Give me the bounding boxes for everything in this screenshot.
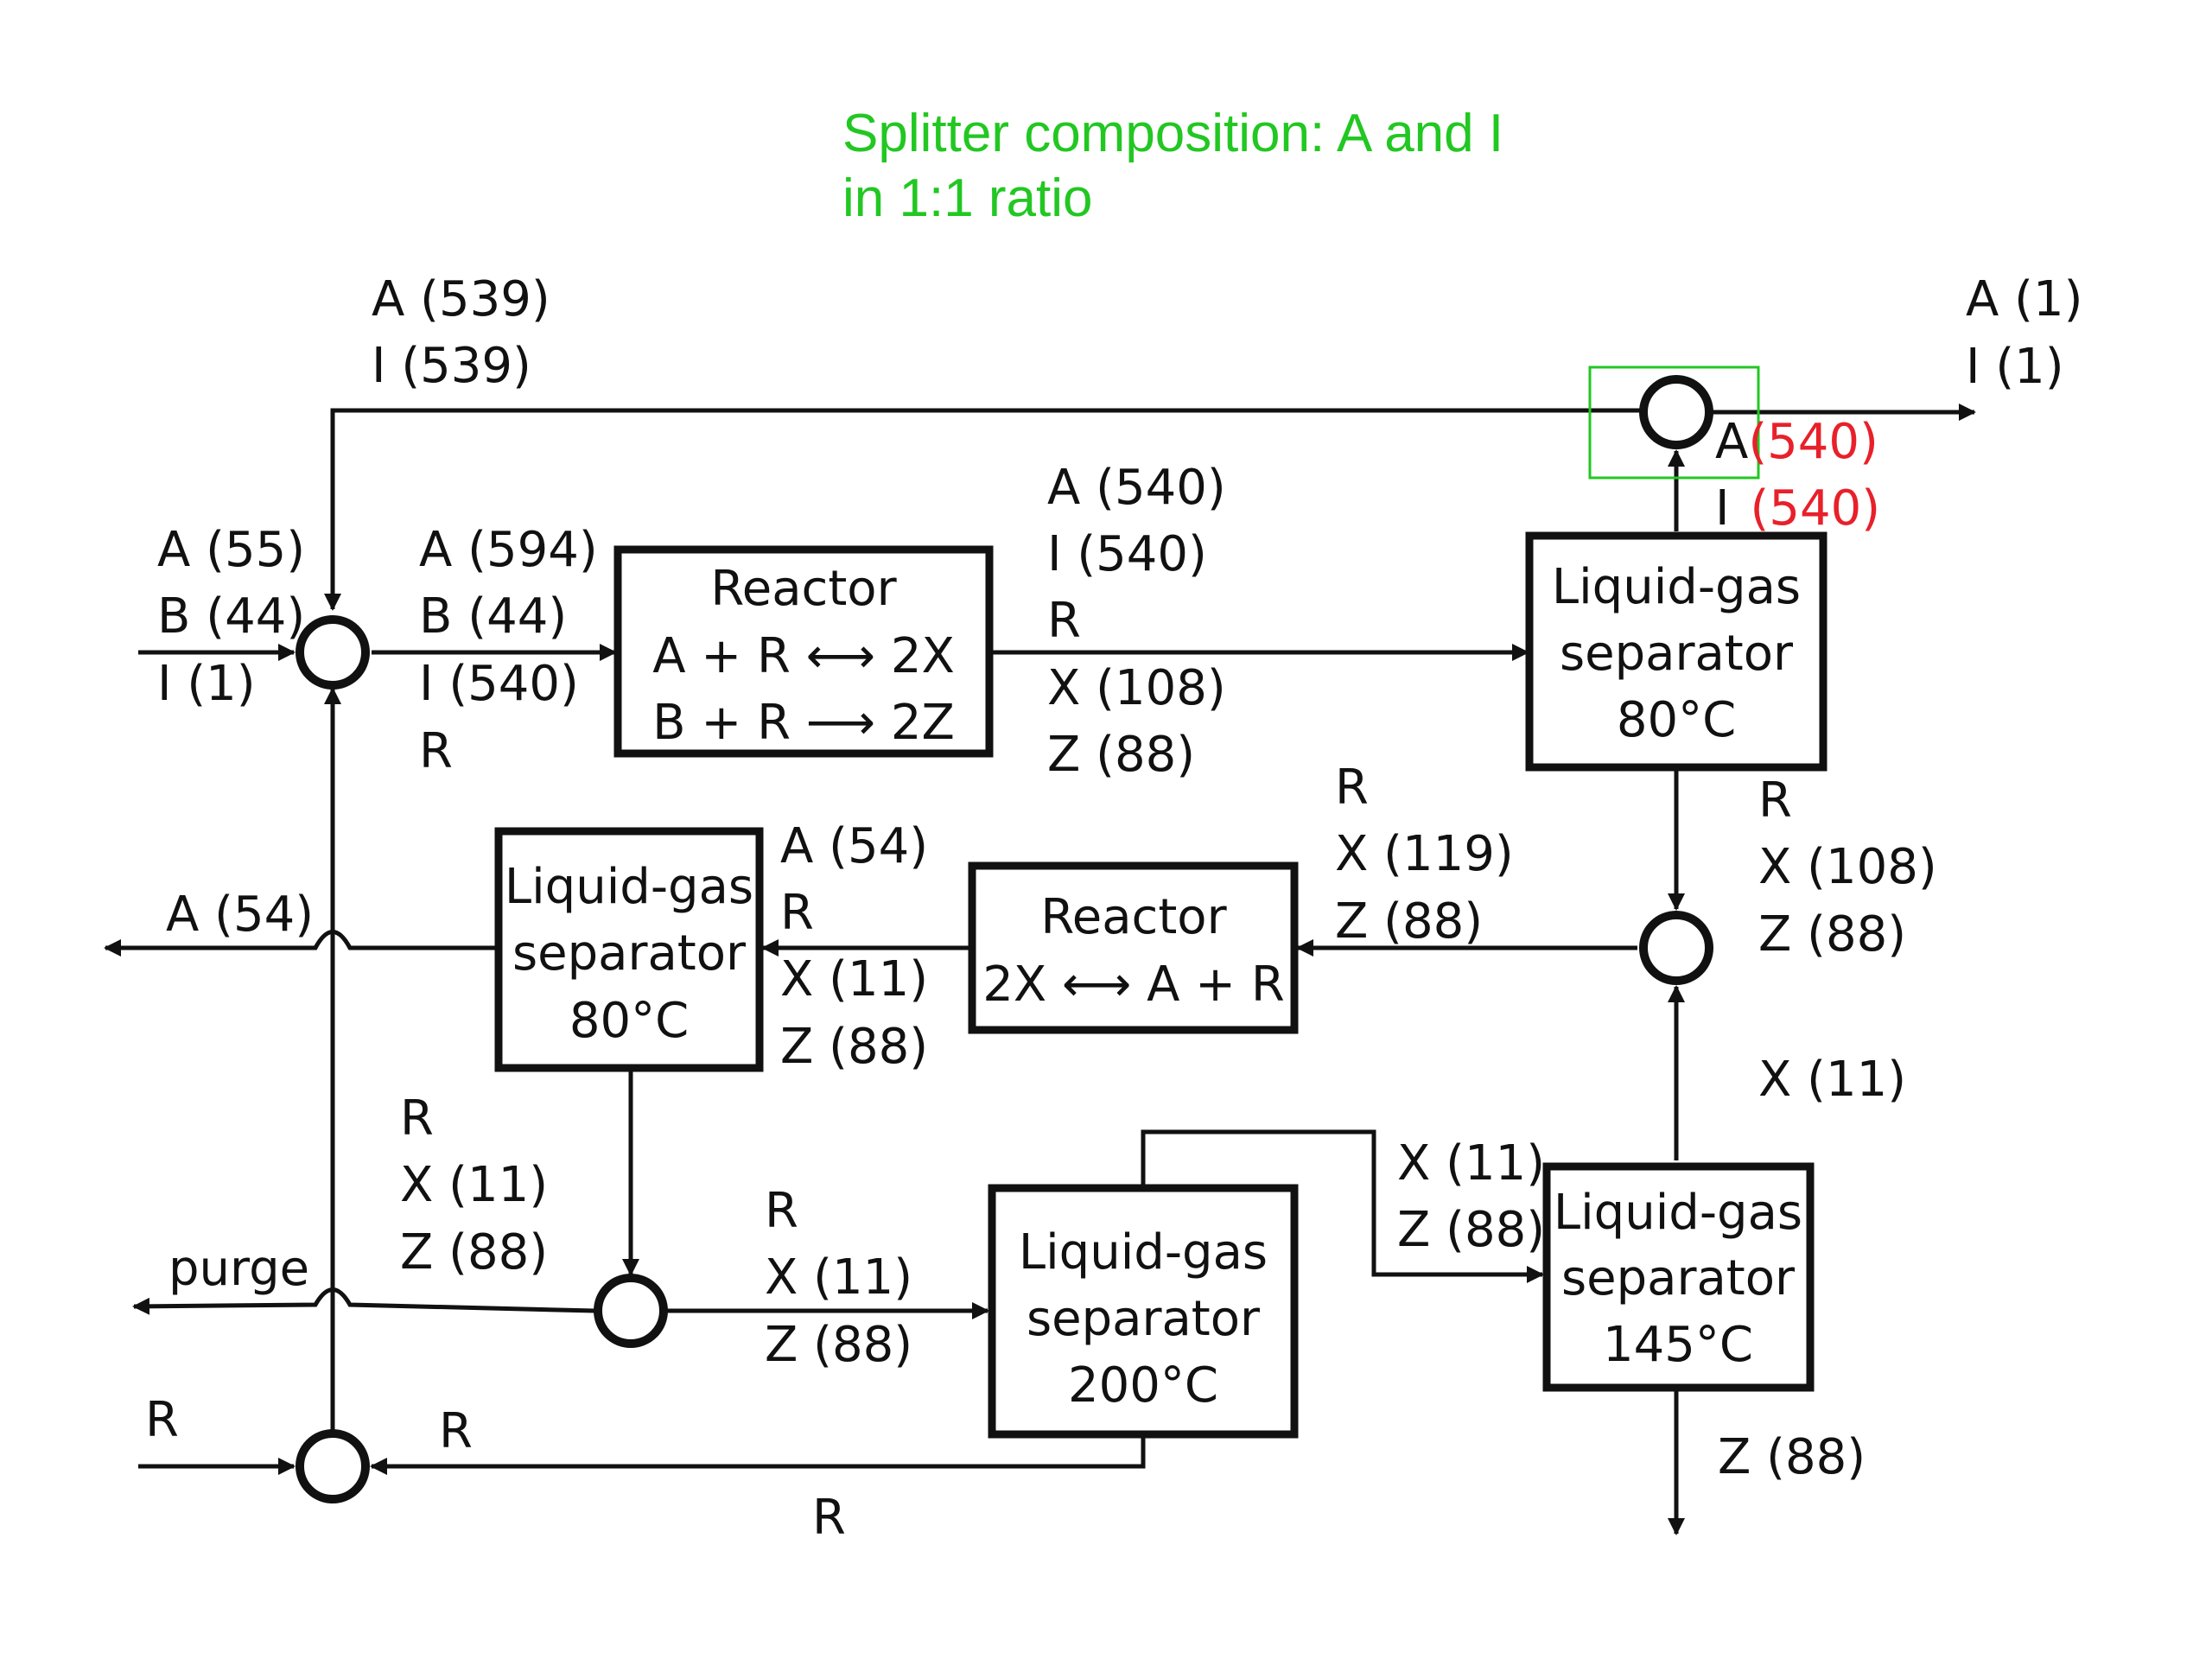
r-recycle-line: [370, 1430, 1146, 1475]
reactor-feed-label: I (540): [419, 656, 579, 712]
component-name: I: [1715, 480, 1730, 537]
r-recycle-label: R: [812, 1490, 846, 1546]
sep200-feed-label: Z (88): [765, 1317, 912, 1373]
recycle-line-top: [324, 408, 1642, 611]
fresh-feed-label: B (44): [157, 588, 305, 645]
reactor2-out-label: X (11): [780, 951, 928, 1007]
sep-mid-liquid-label: R: [400, 1090, 434, 1147]
reactor-1-reaction-1: A + R ⟷ 2X: [652, 628, 955, 684]
separator-200-label-2: separator: [1027, 1291, 1261, 1347]
separator-200: Liquid-gas separator 200°C: [988, 1184, 1299, 1439]
mixer-r-node: [296, 1429, 370, 1503]
splitter-highlight-box: [1588, 365, 1760, 480]
component-value: (540): [1748, 414, 1878, 470]
reactor-feed-label: B (44): [419, 588, 567, 645]
mixer-reactor2-node: [1639, 911, 1713, 985]
separator-145-label-1: Liquid-gas: [1554, 1185, 1802, 1241]
separator-mid-temp: 80°C: [569, 993, 689, 1049]
sep-top-liquid-label: X (108): [1758, 839, 1937, 895]
reactor-1-reaction-2: B + R ⟶ 2Z: [652, 695, 955, 751]
reactor-1: Reactor A + R ⟷ 2X B + R ⟶ 2Z: [613, 545, 994, 758]
separator-mid: Liquid-gas separator 80°C: [494, 827, 764, 1072]
sep-mid-liquid-label: Z (88): [400, 1224, 548, 1281]
vent-label: A (1): [1966, 271, 2082, 327]
splitter-note-line-2: in 1:1 ratio: [842, 168, 1093, 228]
sep145-gas-label: X (11): [1758, 1052, 1906, 1108]
mixer-feed-node: [296, 615, 370, 690]
separator-145: Liquid-gas separator 145°C: [1542, 1162, 1815, 1392]
reactor-2-reaction: 2X ⟷ A + R: [982, 957, 1285, 1013]
sep-top-liquid-label: R: [1758, 772, 1792, 829]
separator-145-temp: 145°C: [1603, 1317, 1753, 1373]
reactor-out-label: I (540): [1047, 526, 1207, 582]
gas-to-splitter-label-a: A(540): [1715, 414, 1878, 470]
separator-200-label-1: Liquid-gas: [1019, 1224, 1268, 1281]
reactor-out-label: R: [1047, 593, 1081, 649]
reactor-2-title: Reactor: [1040, 889, 1227, 945]
reactor2-out-label: Z (88): [780, 1019, 928, 1075]
sep200-to-sep145-label: X (11): [1397, 1135, 1545, 1192]
separator-top-temp: 80°C: [1617, 692, 1736, 748]
separator-top-label-2: separator: [1560, 626, 1794, 682]
recycle-top-label: A (539): [372, 271, 550, 327]
reactor-feed-label: R: [419, 723, 453, 779]
reactor-out-label: Z (88): [1047, 727, 1195, 783]
sep200-feed-label: R: [765, 1183, 798, 1239]
sep200-to-sep145-line: [1141, 1129, 1544, 1283]
purge-label: purge: [168, 1241, 309, 1297]
component-name: A: [1715, 414, 1748, 470]
reactor2-out-label: R: [780, 885, 814, 941]
sep-mid-liquid-label: X (11): [400, 1157, 548, 1213]
reactor2-feed-label: X (119): [1335, 826, 1514, 882]
gas-to-splitter-label-i: I (540): [1715, 480, 1880, 537]
product-z-label: Z (88): [1718, 1429, 1866, 1485]
separator-top-label-1: Liquid-gas: [1552, 559, 1801, 615]
reactor-1-title: Reactor: [710, 561, 897, 617]
sep200-to-sep145-label: Z (88): [1397, 1202, 1545, 1258]
fresh-feed-label: I (1): [157, 656, 256, 712]
separator-200-temp: 200°C: [1068, 1357, 1218, 1414]
reactor2-out-label: A (54): [780, 818, 928, 874]
r-recycle-label: R: [439, 1403, 473, 1459]
reactor2-feed-label: R: [1335, 760, 1369, 816]
fresh-feed-label: A (55): [157, 522, 305, 578]
fresh-r-label: R: [145, 1392, 179, 1448]
separator-145-label-2: separator: [1561, 1250, 1796, 1306]
recycle-top-label: I (539): [372, 338, 531, 394]
separator-mid-label-1: Liquid-gas: [505, 859, 753, 915]
sep-top-liquid-label: Z (88): [1758, 906, 1906, 963]
reactor-out-label: X (108): [1047, 660, 1226, 716]
reactor-feed-label: A (594): [419, 522, 598, 578]
component-value: (540): [1751, 480, 1881, 537]
reactor2-feed-label: Z (88): [1335, 893, 1483, 950]
sep200-feed-label: X (11): [765, 1249, 912, 1306]
vent-label: I (1): [1966, 339, 2064, 395]
separator-top: Liquid-gas separator 80°C: [1525, 531, 1827, 772]
reactor-2: Reactor 2X ⟷ A + R: [968, 861, 1299, 1034]
product-a-label: A (54): [166, 887, 314, 943]
mixer-purge-node: [594, 1274, 668, 1348]
reactor-out-label: A (540): [1047, 460, 1226, 516]
splitter-node: [1639, 375, 1713, 449]
separator-mid-label-2: separator: [512, 925, 747, 982]
splitter-note-line-1: Splitter composition: A and I: [842, 104, 1503, 163]
